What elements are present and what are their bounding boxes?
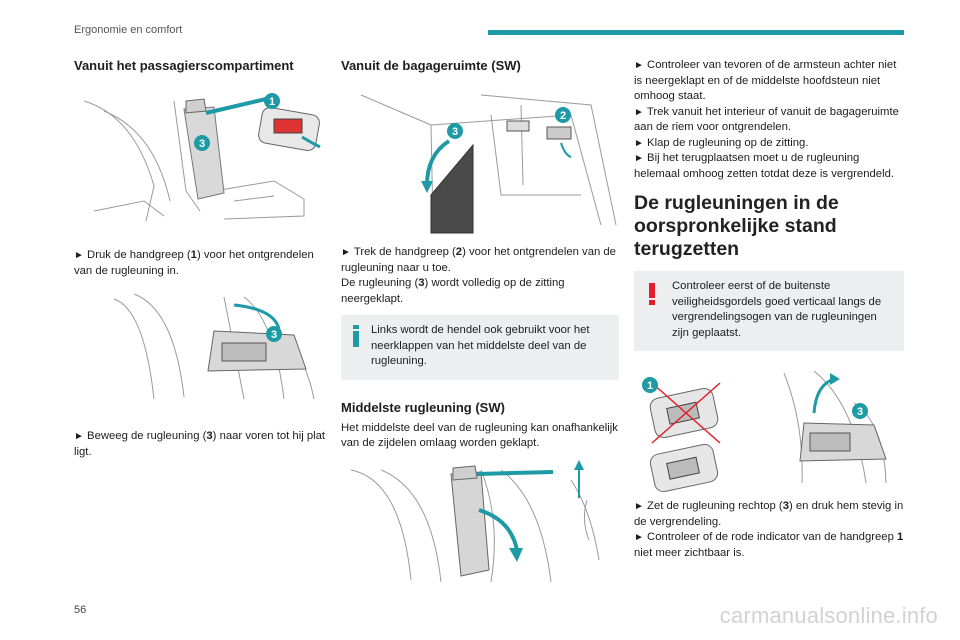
step-move-backrest: ► Beweeg de rugleuning (3) naar voren to… — [74, 430, 326, 458]
header-accent-bar — [488, 30, 904, 35]
svg-text:1: 1 — [269, 96, 275, 108]
boot-illustration: 3 2 — [360, 94, 617, 234]
watermark: carmanualsonline.info — [719, 603, 938, 628]
info-note: Links wordt de hendel ook gebruikt voor … — [341, 315, 619, 380]
svg-text:3: 3 — [271, 329, 277, 341]
backrest-folds-text: De rugleuning (3) wordt volledig op de z… — [341, 277, 565, 305]
heading-boot: Vanuit de bagageruimte (SW) — [341, 58, 521, 73]
figure-seat-handle: 1 3 — [74, 91, 330, 231]
seat-fold-illustration: 3 — [113, 293, 315, 400]
step-pull-handle: ► Trek de handgreep (2) voor het ontgren… — [341, 246, 616, 274]
column-2: Vanuit de bagageruimte (SW) 3 — [341, 58, 619, 590]
badge-1: 1 — [642, 377, 658, 393]
middle-backrest-illustration — [350, 459, 600, 582]
figure-seat-fold: 3 — [74, 289, 330, 409]
figure-restore-backrest: 1 3 — [634, 363, 904, 493]
step-check-indicator: ► Controleer of de rode indicator van de… — [634, 531, 904, 559]
svg-text:3: 3 — [199, 138, 205, 150]
bullet-pull-strap: ► Trek vanuit het interieur of vanuit de… — [634, 105, 899, 134]
page-number: 56 — [74, 604, 87, 616]
badge-3: 3 — [447, 123, 463, 139]
info-icon — [351, 325, 361, 353]
badge-3: 3 — [266, 326, 282, 342]
warning-icon — [648, 283, 656, 311]
badge-3: 3 — [852, 403, 868, 419]
section-title: Ergonomie en comfort — [74, 24, 183, 36]
warning-note: Controleer eerst of de buitenste veiligh… — [634, 271, 904, 351]
badge-2: 2 — [555, 107, 571, 123]
badge-1: 1 — [264, 93, 280, 109]
column-3: ► Controleer van tevoren of de armsteun … — [634, 58, 904, 561]
svg-text:2: 2 — [560, 110, 566, 122]
heading-restore-backrests: De rugleuningen in de oorspronkelijke st… — [634, 192, 839, 260]
svg-text:3: 3 — [452, 126, 458, 138]
step-raise-backrest: ► Zet de rugleuning rechtop (3) en druk … — [634, 500, 904, 528]
bullet-fold-seat: ► Klap de rugleuning op de zitting. — [634, 136, 809, 149]
step-press-handle: ► Druk de handgreep (1) voor het ontgren… — [74, 249, 314, 277]
seat-handle-illustration: 1 3 — [83, 93, 321, 222]
heading-middle-backrest: Middelste rugleuning (SW) — [341, 399, 505, 415]
column-1: Vanuit het passagierscompartiment 1 — [74, 58, 330, 460]
bullet-raise-backrest: ► Bij het terugplaatsen moet u de rugleu… — [634, 152, 894, 180]
middle-backrest-text: Het middelste deel van de rugleuning kan… — [341, 421, 618, 450]
figure-boot: 3 2 — [341, 85, 619, 235]
svg-text:3: 3 — [857, 406, 863, 418]
figure-middle-backrest — [341, 459, 619, 590]
restore-backrest-illustration: 1 3 — [642, 370, 887, 493]
bullet-check-armrest: ► Controleer van tevoren of de armsteun … — [634, 59, 897, 102]
svg-text:1: 1 — [647, 380, 653, 392]
badge-3: 3 — [194, 135, 210, 151]
heading-passenger-compartment: Vanuit het passagierscompartiment — [74, 58, 294, 73]
